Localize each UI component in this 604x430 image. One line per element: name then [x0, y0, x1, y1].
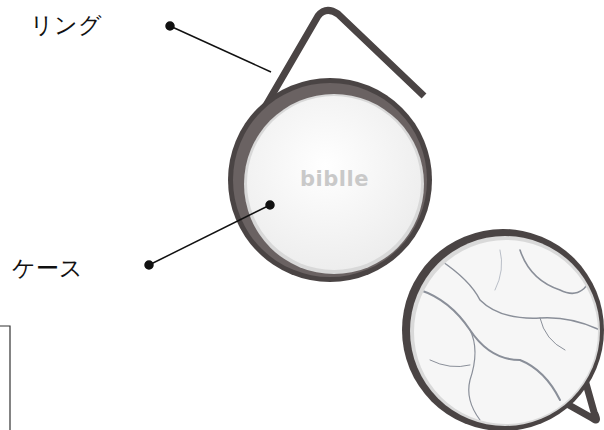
ring-device [228, 10, 432, 282]
leader-line [145, 22, 274, 269]
logo-text: biblle [300, 167, 369, 192]
part-name: ケース [12, 255, 83, 283]
marble-device [402, 229, 604, 430]
bracket [0, 326, 10, 430]
part-name: リング [30, 12, 102, 40]
